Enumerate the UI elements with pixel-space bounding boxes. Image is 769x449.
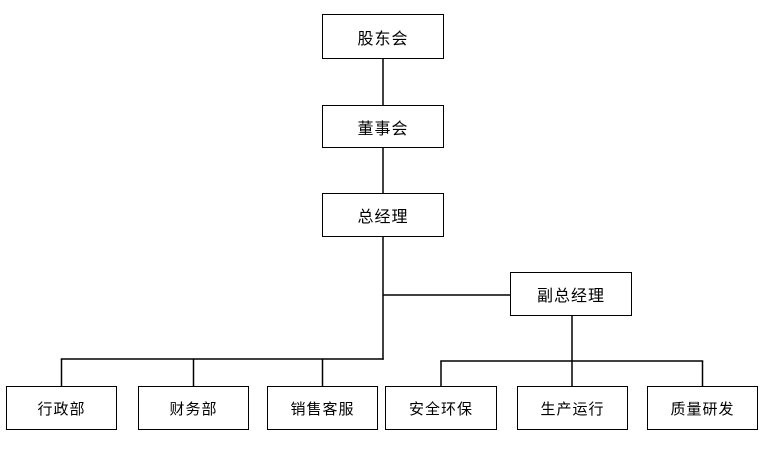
node-shareholders-meeting: 股东会 [322,14,444,59]
node-finance-dept: 财务部 [138,386,249,430]
node-general-manager: 总经理 [322,193,444,237]
node-production-operation: 生产运行 [517,386,628,430]
node-board-of-directors: 董事会 [322,105,444,148]
node-quality-research: 质量研发 [647,386,758,430]
node-administration-dept: 行政部 [6,386,117,430]
node-sales-customer-service: 销售客服 [267,386,378,430]
node-deputy-general-manager: 副总经理 [510,272,632,316]
node-safety-environment: 安全环保 [385,386,497,430]
